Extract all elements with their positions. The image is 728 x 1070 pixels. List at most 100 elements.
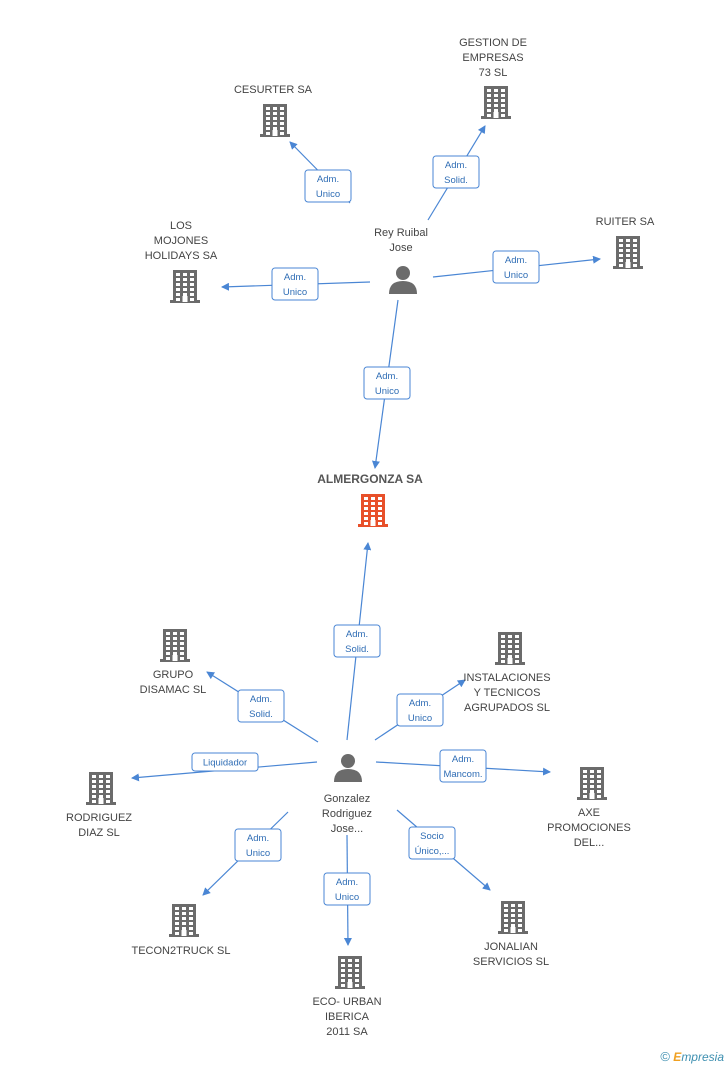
building-window [508,645,512,648]
center-building-icon[interactable] [358,494,388,527]
building-window [355,959,359,962]
building-window [189,927,193,930]
building-window [494,104,498,107]
building-window [619,259,623,262]
building-window [92,795,96,798]
building-icon[interactable] [160,629,190,662]
role-badge-frame [333,624,381,658]
building-door [493,112,499,118]
edge-rey-mojones: Adm.Unico [221,267,371,301]
role-badge-frame [439,749,487,783]
label-line: AGRUPADOS SL [464,702,550,714]
building-icon[interactable] [169,904,199,937]
building-window [590,775,594,778]
edge-gonzalez-tecon: Adm.Unico [202,811,289,896]
role-badge[interactable]: Adm.Solid. [432,155,480,189]
label-line: LOS [170,220,192,232]
building-window [348,969,352,972]
person-head [396,266,410,280]
building-window [501,99,505,102]
building-icon[interactable] [170,270,200,303]
role-badge[interactable]: Adm.Unico [492,250,540,284]
building-window [619,264,623,267]
building-window [355,969,359,972]
role-badge[interactable]: Adm.Unico [323,872,371,906]
building-window [508,650,512,653]
edge-gonzalez-axe: Adm.Mancom. [375,749,551,783]
building-window [183,283,187,286]
building-window [189,922,193,925]
role-badge[interactable]: Adm.Unico [396,693,444,727]
building-window [166,637,170,640]
person-icon[interactable] [389,266,417,294]
building-window [619,239,623,242]
building-window [266,127,270,130]
role-badge[interactable]: Adm.Unico [271,267,319,301]
building-window [99,780,103,783]
role-badge[interactable]: Adm.Solid. [333,624,381,658]
label-line: RUITER SA [596,216,655,228]
building-window [378,517,382,520]
building-window [504,924,508,927]
center-company-node[interactable]: ALMERGONZA SA [317,472,423,527]
building-window [619,254,623,257]
building-icon[interactable] [260,104,290,137]
building-window [341,969,345,972]
role-badge[interactable]: Liquidador [191,752,259,772]
building-window [501,114,505,117]
building-window [494,89,498,92]
building-icon[interactable] [86,772,116,805]
role-badge[interactable]: Adm.Solid. [237,689,285,723]
role-badge[interactable]: Adm.Unico [363,366,411,400]
building-icon[interactable] [335,956,365,989]
role-badge[interactable]: Adm.Unico [234,828,282,862]
edge-gonzalez-eco: Adm.Unico [323,834,371,946]
building-door [272,130,278,136]
building-icon[interactable] [498,901,528,934]
company-node-ruiter[interactable]: RUITER SA [596,216,655,269]
role-label: Adm.Mancom. [443,754,482,780]
building-window [583,775,587,778]
building-window [511,924,515,927]
label-line: Jose [389,242,412,254]
building-window [364,517,368,520]
building-icon[interactable] [577,767,607,800]
building-window [515,635,519,638]
building-window [173,642,177,645]
building-window [190,298,194,301]
building-window [280,122,284,125]
building-window [508,655,512,658]
building-window [92,785,96,788]
building-icon[interactable] [495,632,525,665]
role-badge[interactable]: Adm.Unico [304,169,352,203]
company-node-cesurter[interactable]: CESURTER SA [234,84,313,137]
role-badge[interactable]: Adm.Mancom. [439,749,487,783]
building-window [371,502,375,505]
role-badge-frame [408,826,456,860]
building-icon[interactable] [481,86,511,119]
building-window [183,288,187,291]
building-window [518,919,522,922]
building-door [507,658,513,664]
building-window [341,984,345,987]
label-line: JONALIAN [484,941,538,953]
person-icon[interactable] [334,754,362,782]
role-badge-frame [237,689,285,723]
building-icon[interactable] [613,236,643,269]
building-window [106,795,110,798]
company-node-tecon[interactable]: TECON2TRUCK SL [131,904,231,957]
building-window [583,780,587,783]
building-window [378,512,382,515]
